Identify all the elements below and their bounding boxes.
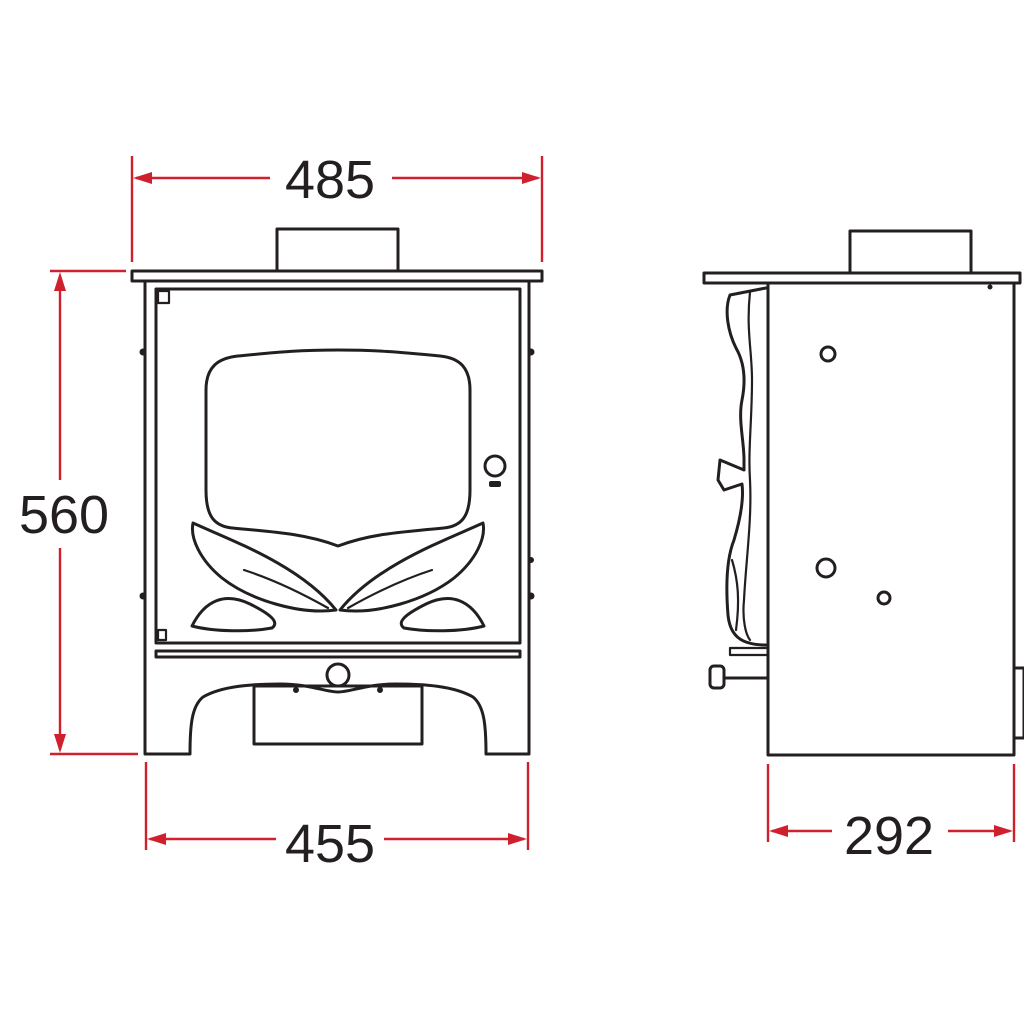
arrowhead xyxy=(133,172,152,184)
front-leaf-left-low xyxy=(190,597,277,633)
side-bolt xyxy=(876,590,892,606)
side-flue-collar xyxy=(848,229,973,274)
front-door-handle-base xyxy=(489,481,501,487)
front-door-frame xyxy=(154,287,522,645)
side-rear-dot xyxy=(987,284,993,290)
front-door-handle xyxy=(483,454,507,478)
front-bolt xyxy=(527,348,535,356)
side-ash-lip xyxy=(728,646,770,657)
front-plinth-bolt xyxy=(293,687,299,693)
front-bolt xyxy=(139,348,147,356)
dimension-base-width: 455 xyxy=(144,762,530,874)
front-door-hinge xyxy=(156,289,171,305)
dimension-label-height: 560 xyxy=(19,485,109,545)
front-leaf-left-inner xyxy=(242,568,330,610)
front-plinth-bolt xyxy=(377,687,383,693)
arrowhead xyxy=(54,734,66,753)
dimension-label-top-width: 485 xyxy=(285,150,375,210)
side-rear-bracket xyxy=(1012,666,1024,740)
front-leaf-right-low xyxy=(399,597,486,633)
front-leaf-right-inner xyxy=(346,568,434,610)
front-bolt xyxy=(528,557,534,563)
side-bolt xyxy=(815,557,837,579)
front-top-plate xyxy=(130,269,544,283)
dimension-depth: 292 xyxy=(766,764,1016,866)
front-flue-collar xyxy=(275,227,400,272)
front-leaf-left xyxy=(190,521,338,613)
side-view xyxy=(702,229,1024,757)
front-door-hinge-lower xyxy=(156,628,168,642)
side-air-control-knob xyxy=(708,664,726,690)
side-leaf-profile xyxy=(730,558,740,632)
front-air-control-knob xyxy=(325,662,351,688)
front-bolt xyxy=(139,592,147,600)
front-glass-window xyxy=(204,348,472,548)
front-view xyxy=(130,227,544,756)
side-body xyxy=(766,281,1016,757)
front-body-outline xyxy=(143,279,531,756)
arrowhead xyxy=(994,825,1013,837)
arrowhead xyxy=(54,272,66,291)
side-door-inner xyxy=(742,290,754,642)
arrowhead xyxy=(147,833,166,845)
dimension-label-base-width: 455 xyxy=(285,814,375,874)
front-leaf-right xyxy=(338,521,486,613)
front-ash-lip xyxy=(154,649,522,659)
side-door-profile xyxy=(716,286,768,647)
front-plinth-box xyxy=(252,684,424,746)
dimension-label-depth: 292 xyxy=(844,806,934,866)
arrowhead xyxy=(522,172,541,184)
dimension-top-width: 485 xyxy=(130,150,544,262)
arrowhead xyxy=(769,825,788,837)
side-bolt xyxy=(819,345,837,363)
front-bolt xyxy=(527,592,535,600)
dimension-height: 560 xyxy=(19,269,138,756)
arrowhead xyxy=(508,833,527,845)
